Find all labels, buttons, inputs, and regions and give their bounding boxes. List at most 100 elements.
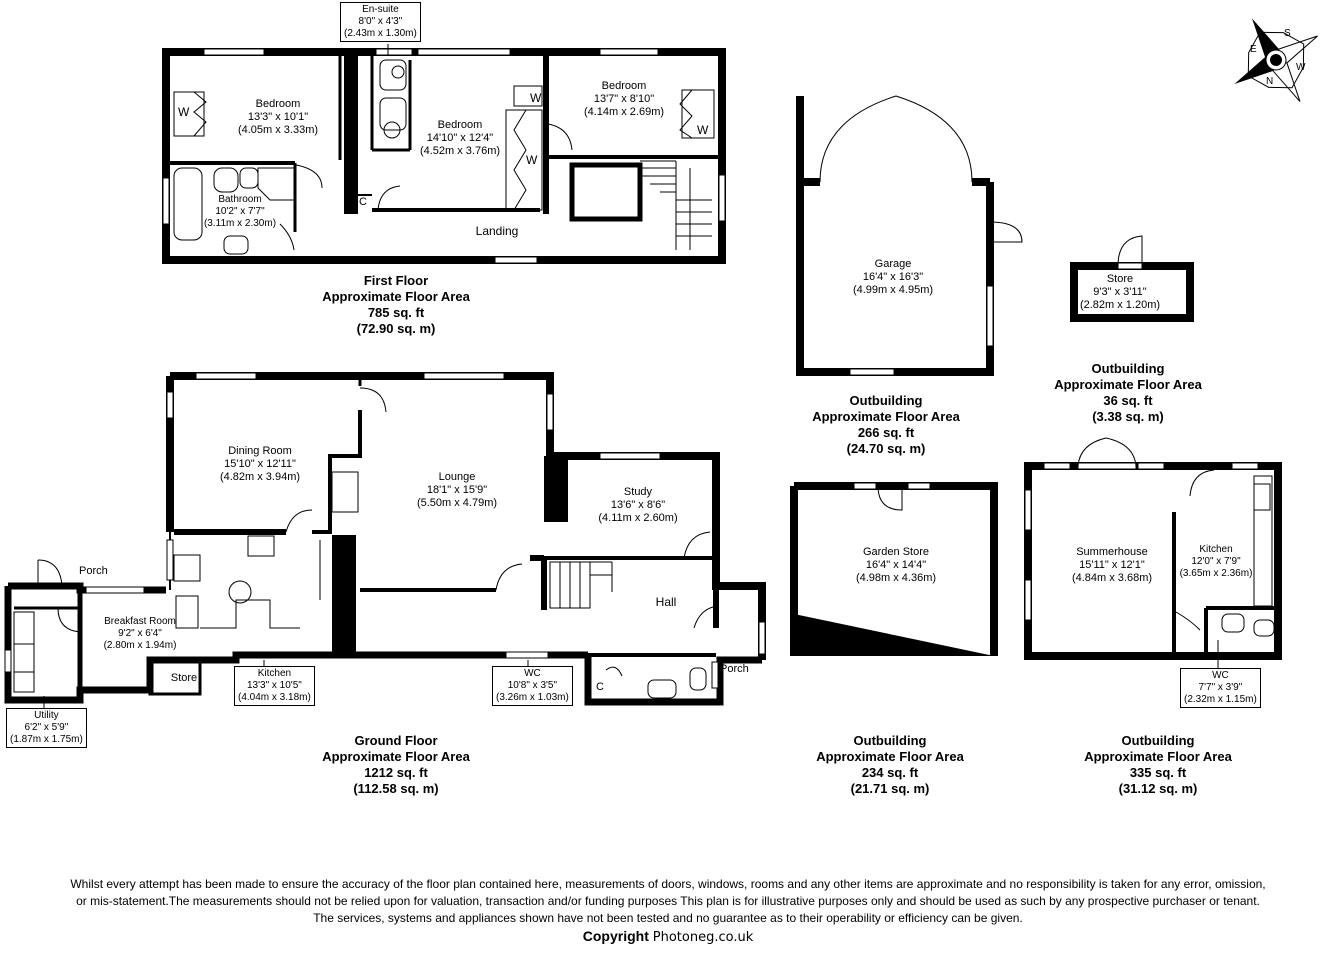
ensuite-imperial: 8'0" x 4'3" [358, 16, 403, 27]
summerhouse-wc-label: WC 7'7" x 3'9" (2.32m x 1.15m) [1180, 668, 1261, 708]
store-building-caption-sqft: 36 sq. ft [1103, 393, 1153, 408]
dining-room-imperial: 15'10" x 12'11" [224, 458, 296, 470]
bedroom2-label: Bedroom 14'10" x 12'4" (4.52m x 3.76m) [420, 119, 500, 158]
summerhouse-caption-sqft: 335 sq. ft [1129, 765, 1187, 780]
garden-store-caption-sqft: 234 sq. ft [861, 765, 919, 780]
garage-caption: Outbuilding Approximate Floor Area 266 s… [812, 393, 960, 457]
bedroom3-metric: (4.14m x 2.69m) [583, 106, 665, 118]
first-floor-title: First Floor [363, 273, 429, 288]
lounge-metric: (5.50m x 4.79m) [416, 497, 498, 509]
ensuite-name: En-suite [362, 4, 399, 15]
kitchen-imperial: 13'3" x 10'5" [246, 680, 302, 691]
garden-store-name: Garden Store [862, 546, 930, 558]
summerhouse-caption-title: Outbuilding [1121, 733, 1195, 748]
garage-plan [796, 95, 1023, 376]
summerhouse-imperial: 15'11" x 12'1" [1079, 559, 1145, 571]
wc-imperial: 10'8" x 3'5" [507, 680, 558, 691]
first-floor-area-label: Approximate Floor Area [322, 289, 470, 304]
garden-store-caption-area-label: Approximate Floor Area [816, 749, 964, 764]
study-imperial: 13'6" x 8'6" [610, 499, 666, 511]
wardrobe-label-4: W [697, 123, 709, 137]
bedroom1-imperial: 13'3" x 10'1" [247, 111, 309, 123]
summerhouse-kitchen-label: Kitchen 12'0" x 7'9" (3.65m x 2.36m) [1180, 544, 1253, 580]
bedroom1-name: Bedroom [255, 98, 301, 110]
ensuite-metric: (2.43m x 1.30m) [344, 28, 417, 39]
copyright: Copyright Photoneg.co.uk [0, 928, 1336, 945]
garden-store-plan [790, 482, 998, 656]
garage-metric: (4.99m x 4.95m) [852, 284, 934, 296]
porch-side-label: Porch [720, 663, 749, 675]
first-floor-sqft: 785 sq. ft [367, 305, 425, 320]
breakfast-room-name: Breakfast Room [104, 616, 176, 627]
garden-store-caption-title: Outbuilding [853, 733, 927, 748]
wardrobe-label-1: W [178, 105, 190, 119]
cupboard-label-gf: C [596, 681, 604, 693]
store-building-caption: Outbuilding Approximate Floor Area 36 sq… [1054, 361, 1202, 425]
store-building-name: Store [1106, 273, 1134, 285]
hall-label: Hall [655, 595, 677, 609]
bedroom3-name: Bedroom [601, 80, 647, 92]
first-floor-caption: First Floor Approximate Floor Area 785 s… [322, 273, 470, 337]
utility-label: Utility 6'2" x 5'9" (1.87m x 1.75m) [6, 708, 87, 748]
first-floor-sqm: (72.90 sq. m) [356, 321, 436, 336]
ground-floor-area-label: Approximate Floor Area [322, 749, 470, 764]
store-building-caption-sqm: (3.38 sq. m) [1092, 409, 1164, 424]
summerhouse-kitchen-imperial: 12'0" x 7'9" [1191, 556, 1241, 567]
garden-store-label: Garden Store 16'4" x 14'4" (4.98m x 4.36… [856, 546, 936, 585]
wc-metric: (3.26m x 1.03m) [496, 692, 569, 703]
store-building-label: Store 9'3" x 3'11" (2.82m x 1.20m) [1080, 273, 1160, 312]
compass-rose-icon [1234, 18, 1318, 102]
summerhouse-caption-sqm: (31.12 sq. m) [1118, 781, 1198, 796]
bathroom-imperial: 10'2" x 7'7" [215, 206, 265, 217]
garden-store-metric: (4.98m x 4.36m) [855, 572, 937, 584]
compass-north-label: N [1266, 76, 1274, 87]
summerhouse-kitchen-metric: (3.65m x 2.36m) [1179, 568, 1253, 579]
store-building-caption-area-label: Approximate Floor Area [1054, 377, 1202, 392]
compass-south-label: S [1284, 28, 1291, 39]
bedroom2-metric: (4.52m x 3.76m) [419, 145, 501, 157]
bedroom3-imperial: 13'7" x 8'10" [593, 93, 655, 105]
garden-store-imperial: 16'4" x 14'4" [865, 559, 927, 571]
bedroom2-name: Bedroom [437, 119, 483, 131]
first-floor-plan [162, 48, 726, 264]
disclaimer-line-2: or mis-statement.The measurements should… [76, 894, 1260, 908]
bathroom-metric: (3.11m x 2.30m) [203, 218, 277, 229]
summerhouse-plan [1024, 437, 1282, 660]
dining-room-metric: (4.82m x 3.94m) [219, 471, 301, 483]
bedroom1-label: Bedroom 13'3" x 10'1" (4.05m x 3.33m) [238, 98, 318, 137]
garage-name: Garage [874, 258, 912, 270]
bedroom2-imperial: 14'10" x 12'4" [426, 132, 494, 144]
breakfast-room-imperial: 9'2" x 6'4" [118, 628, 162, 639]
wardrobe-label-2: W [530, 91, 542, 105]
summerhouse-wc-metric: (2.32m x 1.15m) [1184, 694, 1257, 705]
bathroom-name: Bathroom [218, 194, 262, 205]
garage-caption-sqft: 266 sq. ft [857, 425, 915, 440]
utility-metric: (1.87m x 1.75m) [10, 734, 83, 745]
summerhouse-caption-area-label: Approximate Floor Area [1084, 749, 1232, 764]
summerhouse-kitchen-name: Kitchen [1199, 544, 1233, 555]
wc-label: WC 10'8" x 3'5" (3.26m x 1.03m) [492, 666, 573, 706]
dining-room-label: Dining Room 15'10" x 12'11" (4.82m x 3.9… [220, 445, 300, 484]
disclaimer-line-1: Whilst every attempt has been made to en… [70, 877, 1266, 891]
garage-caption-sqm: (24.70 sq. m) [846, 441, 926, 456]
store-outbuilding-plan [1070, 235, 1194, 322]
summerhouse-label: Summerhouse 15'11" x 12'1" (4.84m x 3.68… [1072, 546, 1152, 585]
kitchen-metric: (4.04m x 3.18m) [238, 692, 311, 703]
store-building-caption-title: Outbuilding [1091, 361, 1165, 376]
disclaimer: Whilst every attempt has been made to en… [0, 876, 1336, 927]
disclaimer-line-3: The services, systems and appliances sho… [313, 911, 1023, 925]
copyright-brand: Photoneg.co.uk [652, 930, 754, 945]
porch-front-label: Porch [79, 565, 108, 577]
utility-name: Utility [34, 710, 59, 721]
ensuite-label: En-suite 8'0" x 4'3" (2.43m x 1.30m) [340, 2, 421, 42]
ground-floor-caption: Ground Floor Approximate Floor Area 1212… [322, 733, 470, 797]
breakfast-room-label: Breakfast Room 9'2" x 6'4" (2.80m x 1.94… [104, 616, 177, 652]
lounge-label: Lounge 18'1" x 15'9" (5.50m x 4.79m) [417, 471, 497, 510]
ground-floor-sqm: (112.58 sq. m) [353, 781, 439, 796]
kitchen-label: Kitchen 13'3" x 10'5" (4.04m x 3.18m) [234, 666, 315, 706]
landing-label: Landing [475, 224, 519, 238]
utility-imperial: 6'2" x 5'9" [24, 722, 69, 733]
summerhouse-caption: Outbuilding Approximate Floor Area 335 s… [1084, 733, 1232, 797]
garage-imperial: 16'4" x 16'3" [862, 271, 924, 283]
